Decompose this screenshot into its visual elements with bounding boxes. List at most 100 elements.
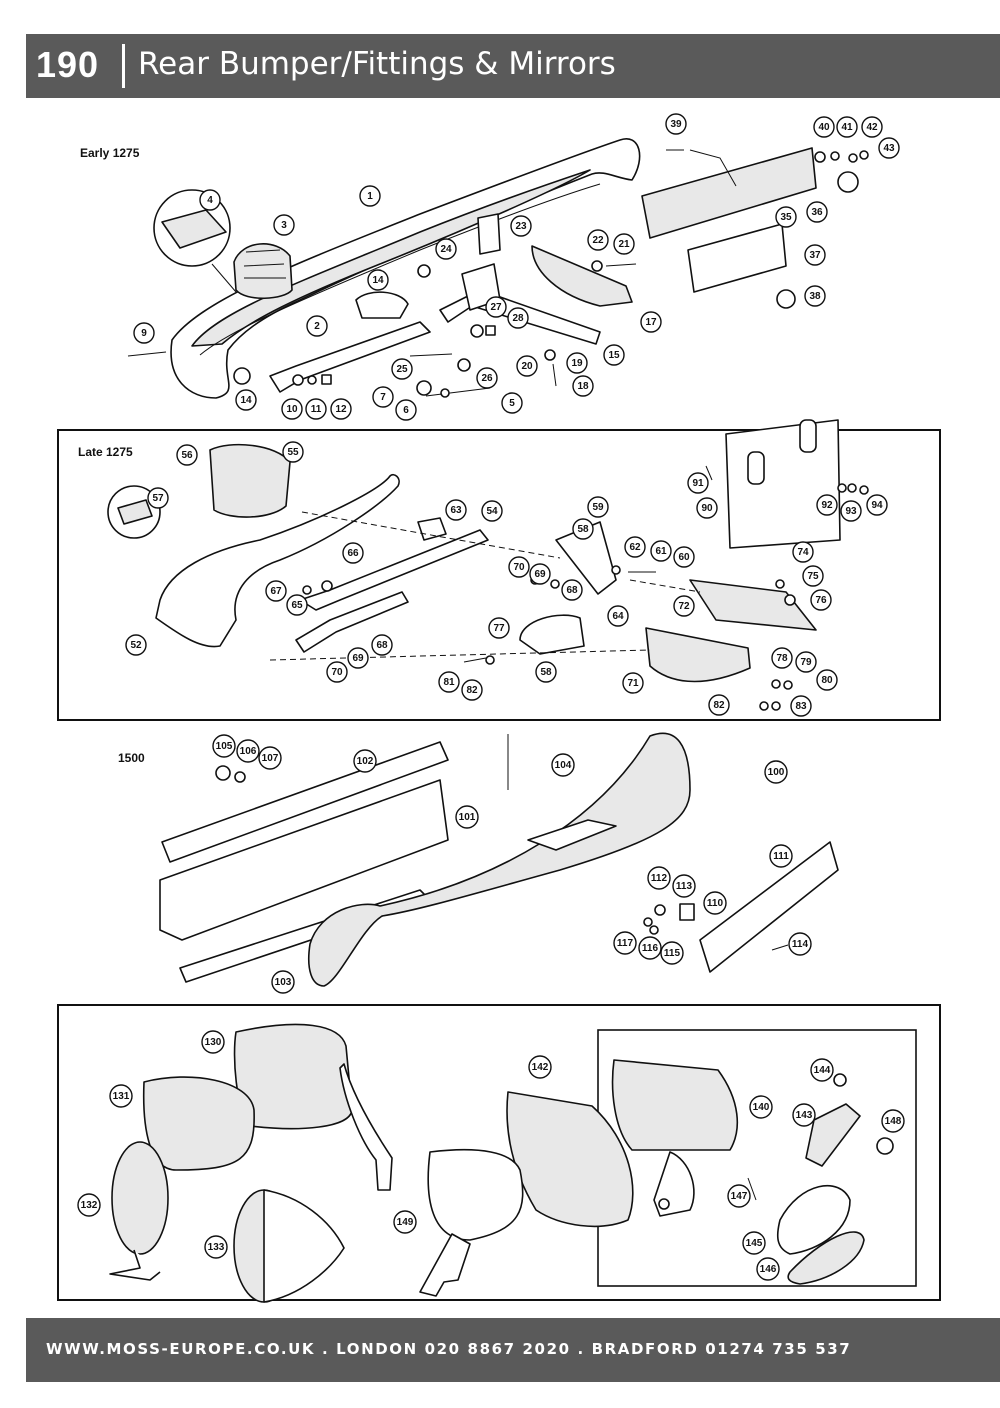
callout-number: 63 — [450, 505, 462, 516]
callout-part-43: 43 — [878, 137, 900, 159]
callout-part-146: 146 — [756, 1257, 780, 1281]
callout-part-19: 19 — [566, 352, 588, 374]
callout-part-106: 106 — [236, 739, 260, 763]
callout-number: 11 — [311, 404, 322, 415]
callout-part-72: 72 — [673, 595, 695, 617]
callout-part-2: 2 — [306, 315, 328, 337]
callout-number: 133 — [208, 1242, 225, 1253]
callout-part-116: 116 — [638, 936, 662, 960]
callout-part-107: 107 — [258, 746, 282, 770]
early-fixings — [127, 149, 684, 398]
callout-number: 101 — [459, 812, 476, 823]
callout-part-79: 79 — [795, 651, 817, 673]
callout-number: 17 — [645, 317, 657, 328]
callout-part-100: 100 — [764, 760, 788, 784]
late-brackets — [295, 517, 617, 655]
callout-part-4: 4 — [199, 189, 221, 211]
callout-part-104: 104 — [551, 753, 575, 777]
callout-part-83: 83 — [790, 695, 812, 717]
callout-number: 37 — [809, 250, 821, 261]
callout-number: 35 — [780, 212, 792, 223]
callout-part-9: 9 — [133, 322, 155, 344]
callout-number: 144 — [814, 1065, 831, 1076]
callout-number: 102 — [357, 756, 374, 767]
callout-number: 68 — [566, 585, 578, 596]
late-plate-brackets — [645, 419, 841, 683]
page-title: Rear Bumper/Fittings & Mirrors — [138, 46, 616, 82]
callout-part-103: 103 — [271, 970, 295, 994]
callout-part-67: 67 — [265, 580, 287, 602]
callout-part-38: 38 — [804, 285, 826, 307]
mirror-140-fittings — [747, 1073, 894, 1285]
callout-part-66: 66 — [342, 542, 364, 564]
callout-part-105: 105 — [212, 734, 236, 758]
callout-number: 54 — [486, 506, 498, 517]
callout-number: 14 — [240, 395, 252, 406]
callout-part-25: 25 — [391, 358, 413, 380]
callout-number: 92 — [821, 500, 833, 511]
callout-number: 24 — [440, 244, 452, 255]
callout-part-64: 64 — [607, 605, 629, 627]
callout-number: 117 — [617, 938, 634, 949]
mirror-132 — [109, 1141, 169, 1281]
callout-number: 80 — [821, 675, 833, 686]
callout-part-14: 14 — [367, 269, 389, 291]
callout-part-54: 54 — [481, 500, 503, 522]
callout-part-61: 61 — [650, 540, 672, 562]
callout-part-68: 68 — [561, 579, 583, 601]
callout-number: 3 — [281, 220, 287, 231]
callout-part-74: 74 — [792, 541, 814, 563]
early-bumper-bar — [170, 138, 641, 399]
callout-number: 25 — [396, 364, 408, 375]
callout-number: 20 — [521, 361, 533, 372]
callout-number: 132 — [81, 1200, 98, 1211]
callout-part-78: 78 — [771, 647, 793, 669]
callout-number: 42 — [866, 122, 878, 133]
callout-part-93: 93 — [840, 500, 862, 522]
callout-number: 18 — [577, 381, 589, 392]
s1500-bumper-assembly — [159, 732, 691, 987]
callout-part-28: 28 — [507, 307, 529, 329]
callout-part-70: 70 — [326, 661, 348, 683]
footer-band: WWW.MOSS-EUROPE.CO.UK . LONDON 020 8867 … — [26, 1318, 1000, 1382]
callout-number: 56 — [181, 450, 193, 461]
callout-part-68: 68 — [371, 634, 393, 656]
callout-number: 78 — [776, 653, 788, 664]
callout-part-58: 58 — [572, 518, 594, 540]
callout-part-69: 69 — [529, 563, 551, 585]
callout-number: 147 — [731, 1191, 748, 1202]
callout-number: 23 — [515, 221, 527, 232]
callout-number: 59 — [592, 502, 604, 513]
callout-number: 14 — [372, 275, 384, 286]
callout-part-76: 76 — [810, 589, 832, 611]
callout-number: 112 — [651, 873, 668, 884]
callout-number: 38 — [809, 291, 821, 302]
callout-number: 130 — [205, 1037, 222, 1048]
callout-part-75: 75 — [802, 565, 824, 587]
callout-part-55: 55 — [282, 441, 304, 463]
callout-part-144: 144 — [810, 1058, 834, 1082]
callout-number: 131 — [113, 1091, 130, 1102]
callout-number: 58 — [577, 524, 589, 535]
callout-part-37: 37 — [804, 244, 826, 266]
early-rubber-strip-inset — [153, 189, 237, 293]
callout-part-112: 112 — [647, 866, 671, 890]
callout-part-132: 132 — [77, 1193, 101, 1217]
callout-number: 140 — [753, 1102, 770, 1113]
callout-number: 69 — [534, 569, 546, 580]
callout-number: 148 — [885, 1116, 902, 1127]
callout-part-27: 27 — [485, 296, 507, 318]
callout-part-22: 22 — [587, 229, 609, 251]
callout-number: 103 — [275, 977, 292, 988]
callout-part-11: 11 — [305, 398, 327, 420]
contact-footer[interactable]: WWW.MOSS-EUROPE.CO.UK . LONDON 020 8867 … — [46, 1340, 852, 1358]
callout-part-102: 102 — [353, 749, 377, 773]
callout-number: 90 — [701, 503, 713, 514]
callout-number: 69 — [352, 653, 364, 664]
callout-number: 70 — [331, 667, 343, 678]
callout-number: 146 — [760, 1264, 777, 1275]
callout-part-58: 58 — [535, 661, 557, 683]
callout-number: 72 — [678, 601, 690, 612]
callout-number: 9 — [141, 328, 147, 339]
late-1275-frame — [57, 429, 941, 721]
